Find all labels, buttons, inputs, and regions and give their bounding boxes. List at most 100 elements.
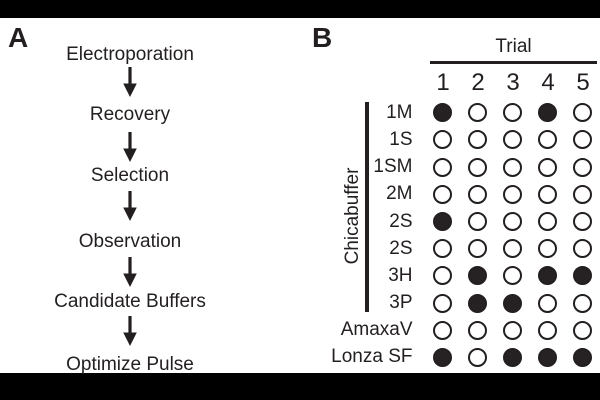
dot-cell <box>460 320 495 340</box>
dot-cell <box>495 184 530 204</box>
dot-cell <box>495 130 530 150</box>
buffer-row-label: 3P <box>389 292 413 314</box>
dot-open <box>503 239 522 259</box>
dot-cell <box>565 347 600 367</box>
dot-filled <box>538 266 557 286</box>
dot-cell <box>425 320 460 340</box>
dot-filled <box>573 266 592 286</box>
dot-cell <box>425 347 460 367</box>
buffer-row: Lonza SF <box>310 344 600 371</box>
dot-cell <box>495 212 530 232</box>
dot-open <box>538 157 557 177</box>
dot-open <box>573 239 592 259</box>
trial-dot-cells <box>425 320 600 340</box>
dot-open <box>433 157 452 177</box>
trial-number-5: 5 <box>576 69 590 96</box>
buffer-row-label: 1S <box>389 128 413 150</box>
dot-cell <box>565 293 600 313</box>
buffer-row-label: 2S <box>389 210 413 232</box>
dot-open <box>573 130 592 150</box>
flow-step-electroporation: Electroporation <box>66 44 194 65</box>
buffer-row-label: 2S <box>389 237 413 259</box>
dot-cell <box>425 184 460 204</box>
dot-open <box>468 130 487 150</box>
dot-open <box>468 212 487 232</box>
buffer-row: 1M <box>310 99 600 126</box>
dot-cell <box>460 266 495 286</box>
dot-cell <box>460 184 495 204</box>
dot-cell <box>565 184 600 204</box>
dot-open <box>573 320 592 340</box>
trial-dot-cells <box>425 212 600 232</box>
dot-open <box>573 103 592 123</box>
trial-number-4: 4 <box>541 69 555 96</box>
dot-open <box>503 103 522 123</box>
trial-header: Trial <box>495 36 532 57</box>
dot-open <box>433 293 452 313</box>
buffer-row-label: 3H <box>388 264 413 286</box>
dot-cell <box>495 157 530 177</box>
dot-cell <box>425 239 460 259</box>
dot-filled <box>538 103 557 123</box>
buffer-row-label: Lonza SF <box>331 346 413 368</box>
dot-cell <box>460 103 495 123</box>
dot-open <box>433 320 452 340</box>
dot-cell <box>565 103 600 123</box>
flow-step-observation: Observation <box>78 231 182 252</box>
dot-filled <box>503 293 522 313</box>
buffer-row-label: AmaxaV <box>340 319 413 341</box>
dot-cell <box>495 347 530 367</box>
dot-open <box>503 157 522 177</box>
dot-open <box>468 239 487 259</box>
dot-cell <box>530 239 565 259</box>
trial-dot-cells <box>425 157 600 177</box>
dot-open <box>503 212 522 232</box>
dot-cell <box>425 266 460 286</box>
dot-open <box>503 184 522 204</box>
dot-cell <box>530 103 565 123</box>
dot-cell <box>565 320 600 340</box>
dot-cell <box>460 130 495 150</box>
buffer-row: 2S <box>310 208 600 235</box>
dot-cell <box>530 293 565 313</box>
down-arrow-icon <box>123 132 137 162</box>
dot-cell <box>530 212 565 232</box>
dot-filled <box>468 266 487 286</box>
dot-open <box>468 103 487 123</box>
dot-open <box>538 320 557 340</box>
dot-cell <box>425 130 460 150</box>
panel-b-label: B <box>312 22 333 53</box>
down-arrow-icon <box>123 191 137 221</box>
dot-cell <box>495 103 530 123</box>
dot-filled <box>433 212 452 232</box>
buffer-row: 1S <box>310 126 600 153</box>
dot-open <box>573 184 592 204</box>
trial-dot-cells <box>425 293 600 313</box>
buffer-row-label: 1M <box>386 101 413 123</box>
trial-number-row: 1 2 3 4 5 <box>426 70 600 96</box>
dot-cell <box>565 130 600 150</box>
buffer-row-label: 2M <box>386 183 413 205</box>
dot-open <box>538 293 557 313</box>
dot-cell <box>495 320 530 340</box>
dot-open <box>573 293 592 313</box>
dot-cell <box>495 293 530 313</box>
dot-cell <box>530 320 565 340</box>
dot-cell <box>565 239 600 259</box>
trial-dot-cells <box>425 184 600 204</box>
top-letterbox-bar <box>0 0 600 18</box>
trial-dot-cells <box>425 239 600 259</box>
buffer-row: 2S <box>310 235 600 262</box>
dot-cell <box>460 293 495 313</box>
dot-open <box>433 266 452 286</box>
dot-open <box>468 157 487 177</box>
dot-open <box>433 239 452 259</box>
dot-open <box>468 184 487 204</box>
bottom-letterbox-bar <box>0 373 600 400</box>
dot-open <box>503 130 522 150</box>
dot-filled <box>433 347 452 367</box>
buffer-row: 3P <box>310 290 600 317</box>
dot-cell <box>530 347 565 367</box>
trial-number-1: 1 <box>436 69 450 96</box>
